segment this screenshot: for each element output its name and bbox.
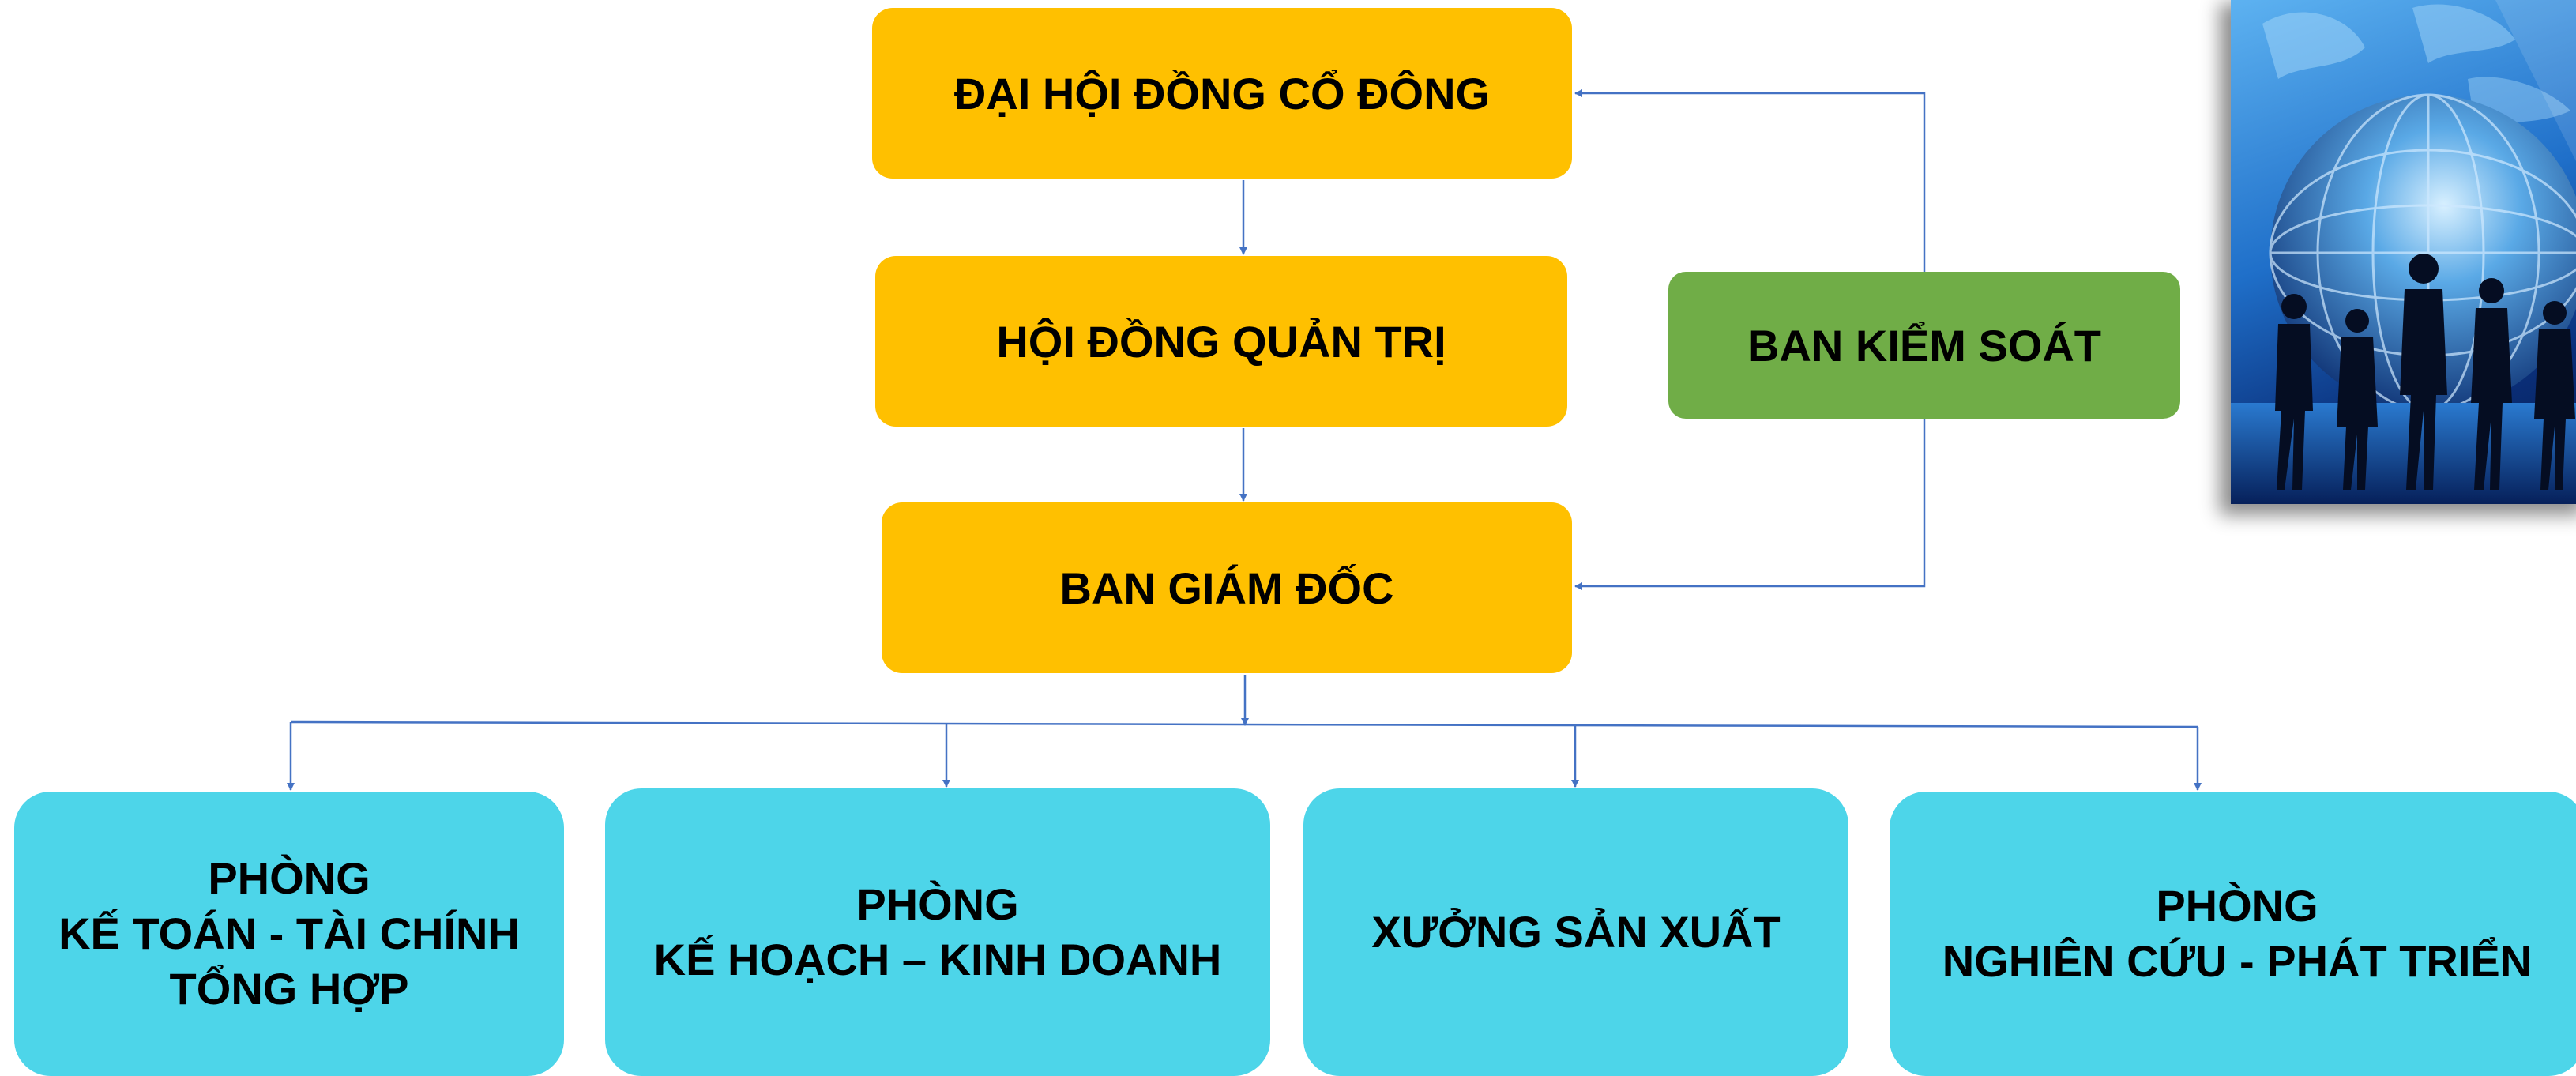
executive-board-node: BAN GIÁM ĐỐC — [882, 502, 1572, 673]
department-bus — [290, 720, 2198, 728]
workshop-node: XƯỞNG SẢN XUẤT — [1303, 788, 1848, 1076]
planning-department-node: PHÒNG KẾ HOẠCH – KINH DOANH — [605, 788, 1270, 1076]
research-line-2: NGHIÊN CỨU - PHÁT TRIỂN — [1942, 936, 2533, 986]
planning-line-2: KẾ HOẠCH – KINH DOANH — [653, 935, 1222, 984]
accounting-department-node: PHÒNG KẾ TOÁN - TÀI CHÍNH TỔNG HỢP — [14, 792, 564, 1076]
accounting-line-1: PHÒNG — [208, 853, 370, 903]
accounting-line-3: TỔNG HỢP — [169, 964, 409, 1014]
shareholders-meeting-node: ĐẠI HỘI ĐỒNG CỔ ĐÔNG — [872, 8, 1572, 179]
executive-board-label: BAN GIÁM ĐỐC — [1059, 562, 1394, 613]
research-department-node: PHÒNG NGHIÊN CỨU - PHÁT TRIỂN — [1890, 792, 2576, 1076]
arrow-supervisory-to-directors — [1574, 419, 1926, 590]
board-of-directors-node: HỘI ĐỒNG QUẢN TRỊ — [875, 256, 1567, 427]
arrow-supervisory-to-shareholders — [1574, 89, 1926, 272]
supervisory-board-label: BAN KIỂM SOÁT — [1747, 320, 2101, 371]
shareholders-meeting-label: ĐẠI HỘI ĐỒNG CỔ ĐÔNG — [953, 68, 1491, 119]
board-of-directors-label: HỘI ĐỒNG QUẢN TRỊ — [996, 316, 1446, 367]
supervisory-board-node: BAN KIỂM SOÁT — [1668, 272, 2180, 419]
planning-line-1: PHÒNG — [856, 879, 1019, 929]
accounting-line-2: KẾ TOÁN - TÀI CHÍNH — [58, 909, 520, 958]
globe-business-people-icon — [2231, 0, 2576, 504]
workshop-label: XƯỞNG SẢN XUẤT — [1371, 907, 1781, 957]
research-line-1: PHÒNG — [2156, 881, 2318, 931]
